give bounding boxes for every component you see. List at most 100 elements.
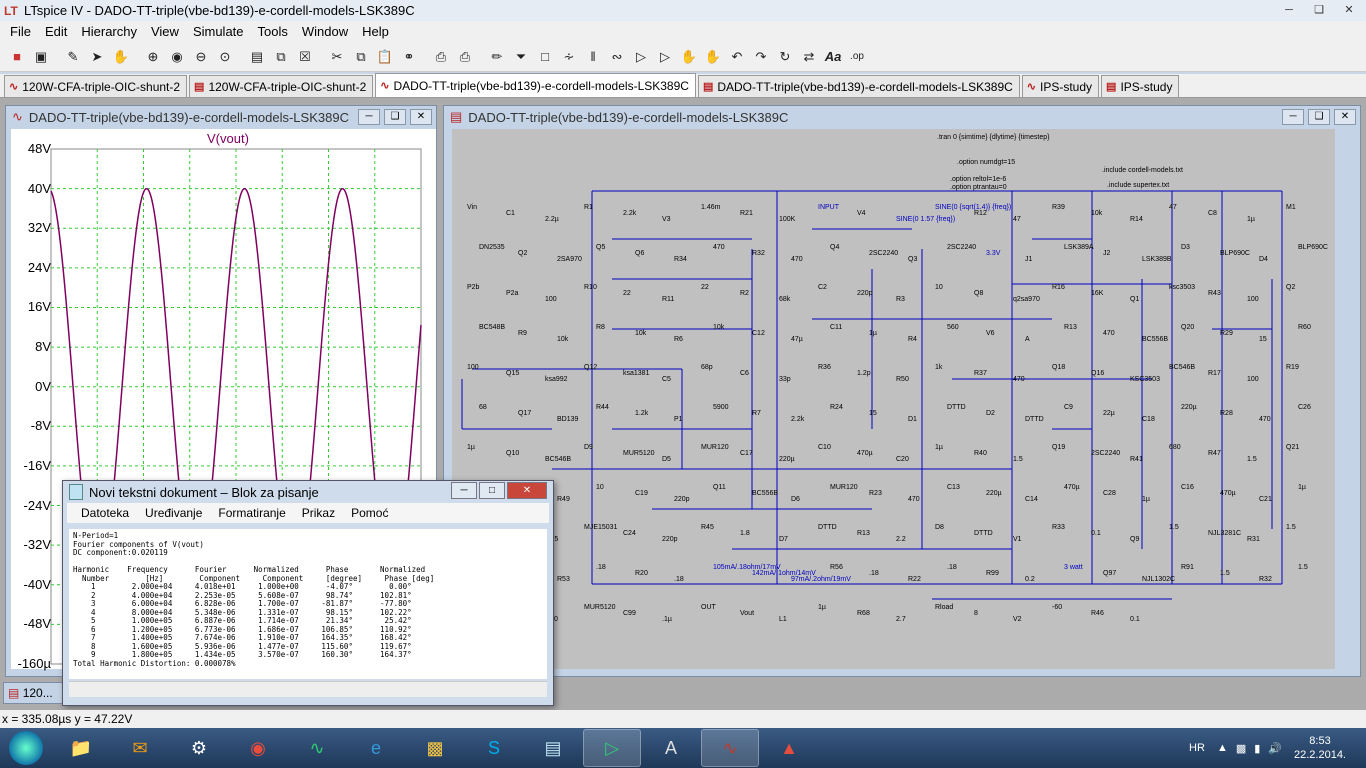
- schematic-label: 10: [596, 484, 604, 491]
- redo-icon[interactable]: ↷: [755, 48, 767, 64]
- word-icon[interactable]: A: [664, 737, 677, 758]
- diode-icon[interactable]: ▷: [636, 48, 646, 64]
- label-icon[interactable]: □: [541, 49, 549, 64]
- print-icon[interactable]: ⎙: [459, 48, 471, 64]
- resistor-icon[interactable]: ∻: [563, 48, 575, 64]
- internet-explorer-icon[interactable]: e: [370, 737, 381, 758]
- tab-schematic-dado[interactable]: ▤DADO-TT-triple(vbe-bd139)-e-cordell-mod…: [697, 75, 1020, 97]
- minimized-window[interactable]: ▤ 120...: [3, 682, 63, 704]
- menu-file[interactable]: File: [10, 24, 31, 39]
- schematic-label: BC548B: [479, 324, 505, 331]
- text-icon[interactable]: Aa: [824, 49, 842, 64]
- copy-icon[interactable]: ⧉: [356, 48, 366, 64]
- usb-icon[interactable]: ⚙: [190, 737, 208, 758]
- menu-view[interactable]: View: [150, 24, 179, 39]
- menu-window[interactable]: Window: [301, 24, 349, 39]
- menu-help[interactable]: Help: [362, 24, 389, 39]
- ltspice-icon[interactable]: ▷: [583, 729, 641, 767]
- capacitor-icon[interactable]: ‖: [590, 49, 596, 64]
- notepad-menu-view[interactable]: Prikaz: [301, 506, 336, 520]
- cut-icon[interactable]: ✂: [331, 48, 343, 64]
- tab-label: DADO-TT-triple(vbe-bd139)-e-cordell-mode…: [393, 78, 689, 93]
- minimize-icon[interactable]: ─: [1282, 109, 1304, 125]
- trace-label[interactable]: V(vout): [207, 131, 249, 146]
- minimize-icon[interactable]: ─: [451, 482, 477, 499]
- close-all-icon[interactable]: ☒: [299, 48, 311, 64]
- y-tick-label: 24V: [27, 259, 51, 275]
- pdf-icon[interactable]: ▲: [780, 737, 798, 758]
- rotate-icon[interactable]: ↻: [779, 48, 791, 64]
- restore-icon[interactable]: ❑: [1314, 4, 1324, 16]
- close-icon[interactable]: ✕: [507, 482, 547, 499]
- menu-tools[interactable]: Tools: [257, 24, 288, 39]
- save-icon[interactable]: ▣: [34, 48, 48, 64]
- tab-schematic-ips[interactable]: ▤IPS-study: [1101, 75, 1180, 97]
- component-icon[interactable]: ▷: [660, 48, 670, 64]
- inductor-icon[interactable]: ∾: [611, 48, 623, 64]
- move-icon[interactable]: ✋: [680, 48, 698, 64]
- network-icon[interactable]: ▩: [1235, 742, 1247, 755]
- tile-horizontal-icon[interactable]: ▤: [250, 48, 264, 64]
- control-panel-icon[interactable]: ✎: [67, 48, 79, 64]
- minimize-icon[interactable]: ─: [358, 109, 380, 125]
- ltspice-schematic-icon[interactable]: ∿: [701, 729, 759, 767]
- halt-icon[interactable]: ✋: [112, 48, 130, 64]
- restore-icon[interactable]: ❑: [384, 109, 406, 125]
- close-icon[interactable]: ✕: [1334, 109, 1356, 125]
- cascade-icon[interactable]: ⧉: [276, 48, 286, 64]
- ground-icon[interactable]: ⏷: [515, 48, 527, 64]
- tab-waveform-ips[interactable]: ∿IPS-study: [1021, 75, 1100, 97]
- oscilloscope-icon[interactable]: ∿: [309, 737, 325, 758]
- find-icon[interactable]: ⚭: [403, 48, 415, 64]
- horizontal-scrollbar[interactable]: [69, 681, 547, 697]
- notepad-menu-edit[interactable]: Uređivanje: [145, 506, 203, 520]
- language-indicator[interactable]: HR: [1189, 742, 1205, 754]
- antivirus-icon[interactable]: ◉: [250, 737, 266, 758]
- print-setup-icon[interactable]: ⎙: [435, 48, 447, 64]
- notepad-icon[interactable]: ▤: [544, 737, 562, 758]
- notepad-menu-format[interactable]: Formatiranje: [218, 506, 286, 520]
- tab-schematic-120w-1[interactable]: ▤120W-CFA-triple-OIC-shunt-2: [189, 75, 374, 97]
- paste-icon[interactable]: 📋: [376, 48, 394, 64]
- show-hidden-icon[interactable]: ▲: [1216, 742, 1228, 754]
- folder-icon[interactable]: ▩: [426, 737, 444, 758]
- tab-waveform-120w-1[interactable]: ∿120W-CFA-triple-OIC-shunt-2: [4, 75, 188, 97]
- start-button[interactable]: [0, 728, 52, 768]
- outlook-icon[interactable]: ✉: [132, 737, 148, 758]
- zoom-out-icon[interactable]: ⊖: [195, 48, 207, 64]
- notepad-menu-help[interactable]: Pomoć: [351, 506, 389, 520]
- drag-icon[interactable]: ✋: [704, 48, 722, 64]
- tab-label: DADO-TT-triple(vbe-bd139)-e-cordell-mode…: [717, 79, 1013, 94]
- signal-icon[interactable]: ▮: [1254, 742, 1261, 755]
- windows-explorer-icon[interactable]: 📁: [69, 737, 93, 758]
- notepad-menu-file[interactable]: Datoteka: [81, 506, 130, 520]
- schematic-label: -60: [1052, 604, 1062, 611]
- clock[interactable]: 8:53 22.2.2014.: [1294, 734, 1346, 762]
- menu-edit[interactable]: Edit: [44, 24, 68, 39]
- minimize-icon[interactable]: ─: [1285, 4, 1293, 16]
- spice-directive-icon[interactable]: .op: [850, 51, 864, 62]
- menu-hierarchy[interactable]: Hierarchy: [81, 24, 137, 39]
- wire-icon[interactable]: ✏: [491, 48, 503, 64]
- maximize-icon[interactable]: □: [479, 482, 505, 499]
- pan-icon[interactable]: ◉: [171, 48, 183, 64]
- waveform-icon: ∿: [9, 81, 19, 93]
- schematic-canvas[interactable]: .tran 0 {simtime} {dlytime} {timestep}.o…: [452, 129, 1335, 669]
- menu-simulate[interactable]: Simulate: [192, 24, 244, 39]
- zoom-in-icon[interactable]: ⊕: [147, 48, 159, 64]
- zoom-fit-icon[interactable]: ⊙: [219, 48, 231, 64]
- text-line: DC component:0.020119: [73, 548, 168, 557]
- schematic-label: 10k: [557, 336, 569, 343]
- skype-icon[interactable]: S: [487, 737, 500, 758]
- schematic-label: 2.7: [896, 616, 906, 623]
- undo-icon[interactable]: ↶: [731, 48, 743, 64]
- close-icon[interactable]: ✕: [1344, 4, 1354, 16]
- mirror-icon[interactable]: ⇄: [803, 48, 815, 64]
- open-schematic-icon[interactable]: ■: [13, 49, 21, 64]
- tab-waveform-dado[interactable]: ∿DADO-TT-triple(vbe-bd139)-e-cordell-mod…: [375, 73, 696, 97]
- volume-icon[interactable]: 🔊: [1268, 742, 1282, 755]
- run-icon[interactable]: ➤: [91, 48, 103, 64]
- close-icon[interactable]: ✕: [410, 109, 432, 125]
- restore-icon[interactable]: ❑: [1308, 109, 1330, 125]
